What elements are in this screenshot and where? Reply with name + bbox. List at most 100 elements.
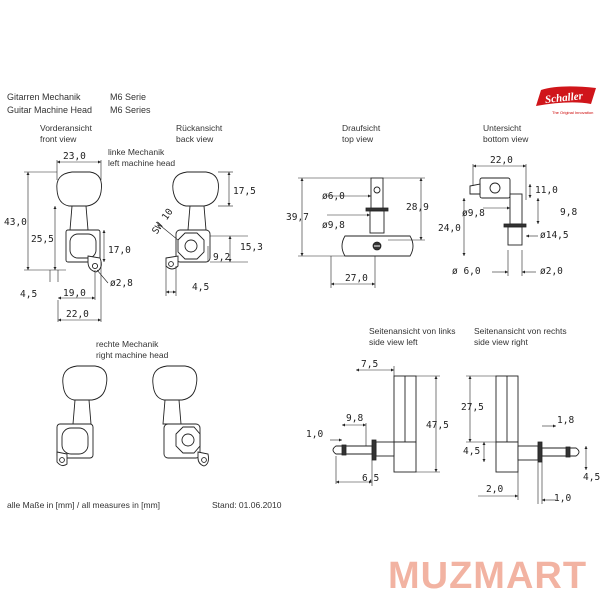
back-view: 17,5 SW 10 15,3 9,2 4,5 (150, 171, 263, 296)
right-head-title-de: rechte Mechanik (96, 339, 159, 349)
front-dim-25: 25,5 (31, 234, 54, 245)
front-dim-height: 43,0 (4, 217, 27, 228)
rh-front-screw-hole (59, 457, 65, 463)
side-view-left: 7,5 47,5 9,8 1,0 6,5 (306, 359, 449, 486)
back-button (172, 171, 219, 207)
rh-back-bushing (181, 433, 195, 447)
front-dim-17: 17,0 (108, 245, 131, 256)
side-right-title-de: Seitenansicht von rechts (474, 326, 567, 336)
top-view-title-de: Draufsicht (342, 123, 381, 133)
back-shaft (187, 205, 207, 231)
top-dim-28-9: 28,9 (406, 202, 429, 213)
front-dim-4-5: 4,5 (20, 289, 37, 300)
units-note: alle Maße in [mm] / all measures in [mm] (7, 500, 160, 510)
sl-dim-47-5: 47,5 (426, 420, 449, 431)
sr-housing (495, 441, 519, 473)
bottom-view-title-en: bottom view (483, 134, 529, 144)
back-view-title-de: Rückansicht (176, 123, 223, 133)
sr-dim-27-5: 27,5 (461, 402, 484, 413)
rh-front-housing-inner (61, 427, 89, 455)
bottom-dim-11: 11,0 (535, 185, 558, 196)
rh-front-button (62, 365, 108, 401)
front-dim-22: 22,0 (66, 309, 89, 320)
header: Gitarren Mechanik Guitar Machine Head M6… (7, 92, 151, 115)
bottom-dim-22: 22,0 (490, 155, 513, 166)
front-view: 23,0 43,0 25,5 17,0 4,5 19,0 22,0 ø2,8 (4, 151, 133, 322)
top-dim-39-7: 39,7 (286, 212, 309, 223)
rh-back-shaft (162, 399, 182, 425)
right-head-title-en: right machine head (96, 350, 169, 360)
left-head-title-en: left machine head (108, 158, 175, 168)
bottom-bushing (507, 226, 523, 246)
view-titles: Vorderansicht front view linke Mechanik … (40, 123, 567, 360)
sr-dim-4-5-left: 4,5 (463, 446, 480, 457)
rh-back-hex-nut (175, 426, 201, 454)
logo-tagline: The Original Innovation (552, 110, 593, 115)
rh-back-tab (197, 451, 209, 467)
sr-post (541, 447, 580, 457)
top-view: ø6,0 ø9,8 28,9 39,7 27,0 (286, 177, 429, 288)
rh-front-housing (56, 423, 94, 459)
series-de: M6 Serie (110, 92, 146, 102)
bottom-dim-d6: ø 6,0 (452, 266, 481, 277)
back-hex-nut (177, 232, 205, 260)
sr-dim-2: 2,0 (486, 484, 503, 495)
sl-dim-6-5: 6,5 (362, 473, 379, 484)
back-dim-9-2: 9,2 (213, 252, 230, 263)
top-bushing (369, 210, 385, 234)
sl-housing (393, 441, 417, 473)
back-bushing (184, 239, 198, 253)
front-view-title-en: front view (40, 134, 77, 144)
sl-washer (371, 439, 377, 461)
top-dim-27: 27,0 (345, 273, 368, 284)
top-post-hole (373, 186, 381, 194)
sr-dim-1: 1,0 (554, 493, 571, 504)
bottom-view-title-de: Untersicht (483, 123, 522, 133)
front-view-title-de: Vorderansicht (40, 123, 93, 133)
sr-dim-4-5-right: 4,5 (583, 472, 600, 483)
sl-dim-1: 1,0 (306, 429, 323, 440)
watermark: MUZMART (388, 555, 587, 597)
rh-back-screw-hole (201, 457, 207, 463)
top-dim-9-8: ø9,8 (322, 220, 345, 231)
sr-washer (537, 441, 543, 463)
side-right-title-en: side view right (474, 337, 528, 347)
back-view-title-en: back view (176, 134, 214, 144)
bottom-dim-d9-8: ø9,8 (462, 208, 485, 219)
bottom-dim-9-8: 9,8 (560, 207, 577, 218)
front-screw-hole (91, 262, 99, 270)
sl-bushing (375, 441, 395, 457)
series-en: M6 Series (110, 105, 151, 115)
sl-post (332, 445, 373, 455)
back-dim-15-3: 15,3 (240, 242, 263, 253)
back-dim-17-5: 17,5 (233, 186, 256, 197)
front-dim-width: 23,0 (63, 151, 86, 162)
sr-bushing (517, 445, 539, 461)
front-housing (65, 229, 101, 263)
rh-front-tab (56, 451, 68, 467)
schaller-logo: Schaller The Original Innovation (536, 86, 596, 115)
sl-post-hole (341, 444, 347, 456)
top-post (370, 177, 384, 211)
front-dim-hole: ø2,8 (110, 278, 133, 289)
back-screw-hole (168, 261, 174, 267)
title-en: Guitar Machine Head (7, 105, 92, 115)
rh-front-shaft (72, 399, 92, 425)
sr-dim-1-8: 1,8 (557, 415, 574, 426)
top-dim-6: ø6,0 (322, 191, 345, 202)
side-left-title-en: side view left (369, 337, 418, 347)
right-head-front (56, 365, 108, 467)
bottom-view: 22,0 11,0 ø9,8 9,8 24,0 ø14,5 ø 6,0 ø2,0 (438, 155, 577, 277)
title-de: Gitarren Mechanik (7, 92, 81, 102)
bottom-gear (489, 182, 501, 194)
front-shaft (69, 205, 89, 231)
sl-dim-9-8: 9,8 (346, 413, 363, 424)
side-left-title-de: Seitenansicht von links (369, 326, 455, 336)
bottom-dim-d2: ø2,0 (540, 266, 563, 277)
front-button (56, 171, 102, 207)
left-head-title-de: linke Mechanik (108, 147, 165, 157)
back-dim-4-5: 4,5 (192, 282, 209, 293)
bottom-housing (479, 177, 511, 199)
rh-back-button (152, 365, 198, 401)
logo-brand: Schaller (544, 90, 584, 106)
